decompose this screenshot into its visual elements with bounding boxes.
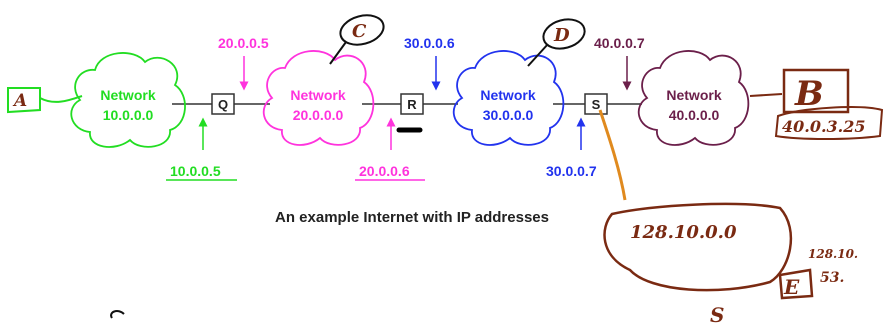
extra-network-address: 128.10.0.0 — [630, 222, 737, 243]
annotation-host-c: C — [329, 14, 385, 65]
annotation-host-e: E 128.10. 53. — [778, 247, 858, 300]
network-20-label: Network — [290, 87, 345, 103]
q-top-address: 20.0.0.5 — [218, 35, 269, 51]
annotation-host-d: D — [527, 18, 586, 67]
host-e-address-partial-2: 53. — [820, 270, 844, 286]
network-30-address: 30.0.0.0 — [483, 107, 534, 123]
network-cloud-40: Network 40.0.0.0 — [637, 50, 750, 146]
annotation-extra-network: 128.10.0.0 — [598, 109, 793, 292]
network-cloud-10: Network 10.0.0.0 — [70, 52, 186, 148]
router-r: R — [400, 93, 424, 115]
host-a-letter: A — [12, 91, 27, 111]
annotation-host-a: A — [7, 87, 83, 114]
router-s-label: S — [592, 97, 601, 112]
bottom-scribble-letter: S — [710, 303, 724, 325]
annotation-host-b: B 40.0.3.25 — [749, 68, 884, 140]
network-cloud-30: Network 30.0.0.0 — [452, 50, 565, 146]
r-bottom-address: 20.0.0.6 — [359, 163, 410, 179]
network-10-label: Network — [100, 87, 155, 103]
host-c-letter: C — [352, 21, 367, 42]
s-top-address: 40.0.0.7 — [594, 35, 645, 51]
router-s: S — [584, 93, 608, 115]
network-20-address: 20.0.0.0 — [293, 107, 344, 123]
host-b-address: 40.0.3.25 — [782, 117, 866, 136]
router-r-label: R — [407, 97, 417, 112]
host-e-address-partial: 128.10. — [808, 247, 858, 261]
host-d-letter: D — [553, 25, 570, 46]
s-bottom-address: 30.0.0.7 — [546, 163, 597, 179]
host-b-letter: B — [794, 74, 824, 114]
r-top-address: 30.0.0.6 — [404, 35, 455, 51]
network-40-address: 40.0.0.0 — [669, 107, 720, 123]
diagram-caption: An example Internet with IP addresses — [275, 209, 549, 226]
network-10-address: 10.0.0.0 — [103, 107, 154, 123]
annotation-bottom-scribbles: S — [110, 303, 724, 325]
network-30-label: Network — [480, 87, 535, 103]
router-q: Q — [211, 93, 235, 115]
network-cloud-20: Network 20.0.0.0 — [262, 50, 375, 146]
network-40-label: Network — [666, 87, 721, 103]
host-e-letter: E — [783, 275, 800, 299]
q-bottom-address: 10.0.0.5 — [170, 163, 221, 179]
router-q-label: Q — [218, 97, 228, 112]
